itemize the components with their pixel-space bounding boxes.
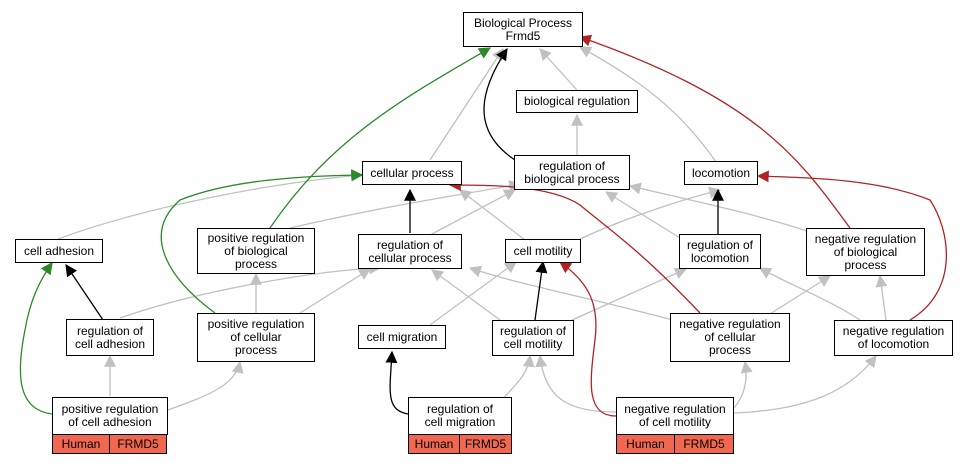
edge-negregloco-reglocomotion [758,267,861,321]
gene-tag: FRMD5 [109,434,167,454]
edge-regceladh-celladh-grey [119,262,382,319]
edge-negregcell-regcell [468,265,681,323]
edge-regcellmig-regmotility [499,354,535,403]
edge-regbio-root [483,47,516,161]
edge-posregceladh-celladh-green [19,262,53,415]
gene-tag: FRMD5 [459,434,512,454]
edge-motility-locomotion [577,186,722,241]
edge-regmotility-regcell [431,269,501,321]
edge-locomotion-root [578,46,717,163]
edge-negregcell-negregbio [769,275,832,315]
node-cell-migration: cell migration [358,325,446,349]
gene-tag: FRMD5 [674,434,734,454]
edge-negregloco-locomotion-red [756,170,948,321]
edge-posregceladh-posregcell [167,360,244,411]
node-subtitle: Frmd5 [505,28,541,43]
edge-regmotility-motility [534,260,548,321]
edge-reglocomotion-regbio [604,191,681,239]
edge-posregbio-root-green [269,47,492,229]
edge-negregcellmot-negregloco [733,355,877,414]
edge-negregcellmot-regmotility [535,354,617,413]
edge-regmotility-reglocomotion [571,267,688,321]
node-cell-adhesion: cell adhesion [15,239,103,263]
edge-posregcell-regcell [299,268,372,314]
edge-regcell-regbio [429,189,517,236]
edge-celladh-cellproc [57,169,364,240]
edge-bioreg-root [539,48,578,91]
edge-cellproc-root [429,47,504,161]
edge-posregbio-regbio [289,180,522,229]
edge-migration-motility [429,261,517,326]
edge-motility-cellproc [459,189,526,241]
edge-negregbio-root-red [578,34,851,229]
edge-negregcellmot-negregcell [733,360,753,409]
annotation-row-reg-cell-migration: Human FRMD5 [408,434,512,454]
node-cell-motility: cell motility [505,239,581,263]
node-cellular-process: cellular process [362,161,462,185]
node-locomotion: locomotion [684,161,758,185]
species-tag: Human [52,434,110,454]
edge-regcellmig-migration [385,350,409,415]
edge-negregcell-cellproc-red [448,179,701,314]
edge-negregbio-regbio [628,182,811,233]
edge-negregcellmot-motility-red [559,261,617,417]
node-title: Biological Process [473,15,573,30]
edge-regceladh-celladh [65,264,104,321]
annotation-row-neg-reg-cell-motility: Human FRMD5 [616,434,734,454]
species-tag: Human [408,434,460,454]
node-biological-regulation: biological regulation [516,90,638,113]
edge-posregcell-cellproc-green [160,169,364,314]
edge-negregloco-negregbio [875,274,888,321]
annotation-row-pos-reg-cell-adhesion: Human FRMD5 [52,434,168,454]
species-tag: Human [616,434,675,454]
